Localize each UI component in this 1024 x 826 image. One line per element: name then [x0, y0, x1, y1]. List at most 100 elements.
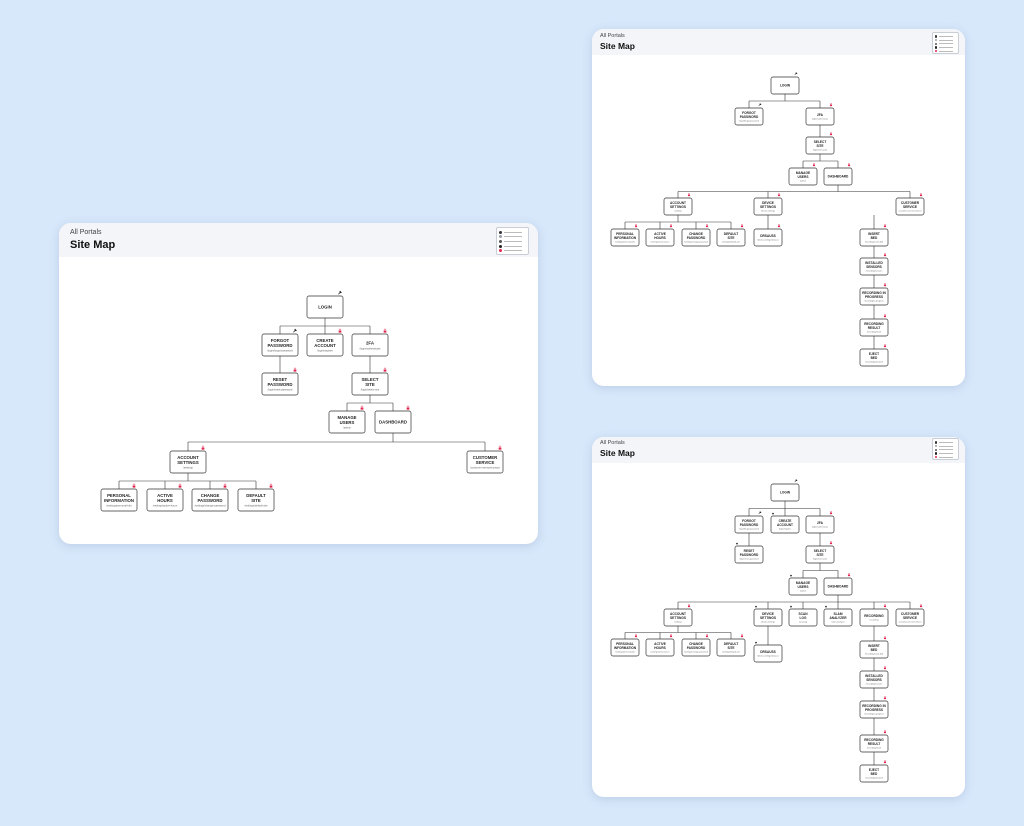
node-box — [753, 228, 783, 247]
breadcrumb-all-portals[interactable]: All Portals — [600, 440, 625, 446]
legend-line — [504, 245, 522, 247]
node-box — [663, 608, 693, 627]
node-route: /customer-service/contact — [470, 466, 500, 470]
node-route: /login/forgot-password — [267, 349, 293, 353]
node-dash[interactable]: DASHBOARD — [823, 163, 853, 186]
node-box — [859, 670, 889, 689]
node-route: /settings — [674, 210, 681, 213]
node-dr[interactable]: DRSAUSS/device-settings/drsauss — [753, 641, 783, 663]
node-box — [753, 197, 783, 216]
node-route: /recording/in-progress — [864, 714, 883, 716]
node-login[interactable]: LOGIN — [770, 479, 800, 502]
node-dash[interactable]: DASHBOARD — [823, 573, 853, 596]
node-route: /settings — [183, 466, 193, 470]
node-twofa[interactable]: 2FA/login/authenticate — [351, 328, 389, 357]
breadcrumb-all-portals[interactable]: All Portals — [70, 229, 102, 236]
lock-icon — [829, 511, 833, 515]
node-login[interactable]: LOGIN — [770, 72, 800, 95]
node-rec[interactable]: RECORDING/recording — [859, 604, 889, 627]
node-login[interactable]: LOGIN — [306, 290, 344, 319]
connector-lines — [118, 318, 486, 489]
pin-icon — [293, 328, 297, 333]
node-box — [734, 107, 764, 126]
node-box — [753, 644, 783, 663]
node-box — [681, 228, 711, 247]
node-twofa[interactable]: 2FA/login/authenticate — [805, 511, 835, 534]
node-route: /recording/eject-bed — [865, 777, 883, 780]
node-route: /settings/active-hours — [651, 651, 670, 654]
legend-item — [934, 455, 957, 459]
node-box — [805, 107, 835, 126]
status-dot-icon — [790, 574, 792, 577]
node-box — [261, 333, 299, 357]
lock-icon — [498, 445, 502, 450]
breadcrumb-all-portals[interactable]: All Portals — [600, 33, 625, 39]
lock-icon — [201, 445, 205, 450]
node-route: /device-settings/drsauss — [757, 655, 778, 658]
lock-icon — [338, 328, 342, 333]
node-box — [328, 410, 366, 434]
lock-icon — [883, 666, 887, 670]
node-route: /device-settings — [761, 621, 775, 624]
node-dash[interactable]: DASHBOARD — [374, 405, 412, 434]
node-twofa[interactable]: 2FA/login/authenticate — [805, 103, 835, 126]
dot-gray-icon — [934, 38, 937, 42]
lock-icon — [669, 634, 673, 638]
node-route: /customer-service/contact — [899, 210, 922, 213]
node-box — [859, 608, 889, 627]
node-dr[interactable]: DRSAUSS/device-settings/drsauss — [753, 224, 783, 247]
